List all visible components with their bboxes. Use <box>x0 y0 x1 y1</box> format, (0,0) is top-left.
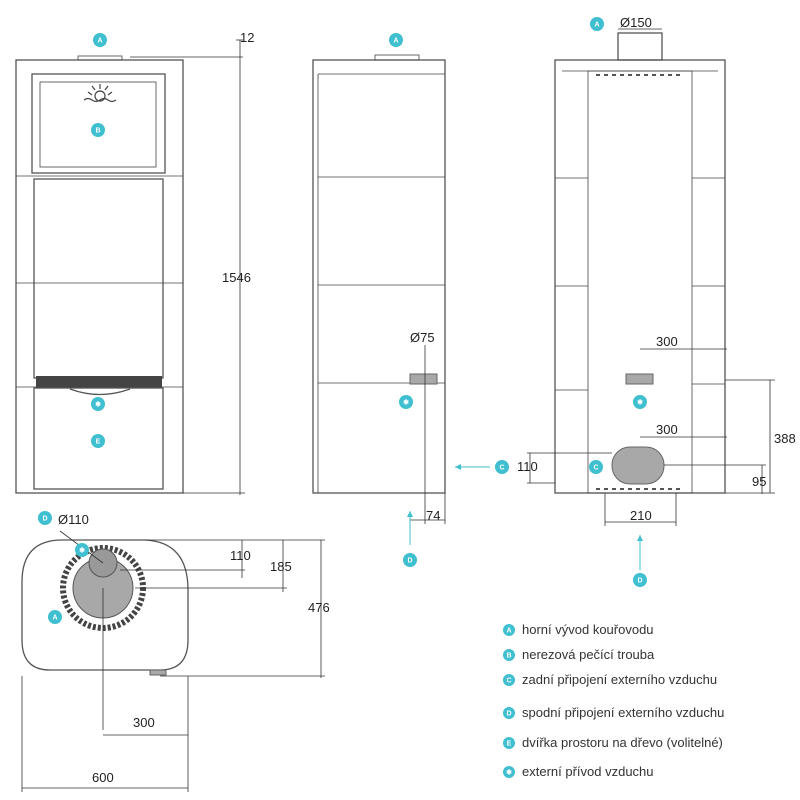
dim-back-width: 210 <box>630 508 652 523</box>
back-upper-inlet <box>625 373 654 385</box>
side-air-inlet <box>409 373 438 385</box>
svg-text:C: C <box>593 465 598 472</box>
firebox-door <box>33 178 164 379</box>
arrow-d-side-head <box>407 511 413 517</box>
marker-c-back: C <box>589 460 603 474</box>
svg-text:A: A <box>506 628 511 635</box>
marker-star-side: ✱ <box>399 395 413 409</box>
legend-marker: C <box>503 674 515 686</box>
dim-flue-diameter: Ø150 <box>620 15 652 30</box>
plan-outline <box>21 539 189 671</box>
svg-text:C: C <box>506 678 511 685</box>
back-flue-pipe <box>617 32 663 61</box>
dim-top-offset: 12 <box>240 30 254 45</box>
svg-text:✱: ✱ <box>637 399 643 407</box>
plan-rear-stub <box>149 669 167 676</box>
legend-item: ✱ externí přívod vzduchu <box>503 764 654 779</box>
oven-symbol-icon <box>83 84 117 103</box>
legend-label: nerezová pečící trouba <box>522 647 655 662</box>
dim-back-bottom-offset: 95 <box>752 474 766 489</box>
legend-label: spodní připojení externího vzduchu <box>522 705 724 720</box>
front-top-flue <box>77 55 123 61</box>
legend-marker: D <box>503 707 515 719</box>
legend-label: zadní připojení externího vzduchu <box>522 672 717 687</box>
dim-plan-width: 600 <box>92 770 114 785</box>
legend-item: A horní vývod kouřovodu <box>503 622 654 637</box>
svg-text:C: C <box>499 465 504 472</box>
dim-plan-b: 185 <box>270 559 292 574</box>
side-top-flue <box>374 54 420 61</box>
legend-marker: A <box>503 624 515 636</box>
side-view: Ø75 74 <box>312 54 490 545</box>
legend-item: D spodní připojení externího vzduchu <box>503 705 724 720</box>
dim-back-height: 388 <box>774 431 796 446</box>
dim-back-left-height: 110 <box>517 459 538 474</box>
marker-d-plan: D <box>38 511 52 525</box>
svg-text:D: D <box>506 711 511 718</box>
svg-text:D: D <box>637 578 642 585</box>
marker-d-side: D <box>403 553 417 567</box>
marker-star-front: ✱ <box>91 397 105 411</box>
dim-plan-a: 110 <box>230 548 251 563</box>
grate-handle <box>69 388 131 396</box>
plan-view: Ø110 110 185 476 300 600 <box>21 512 330 792</box>
marker-b-front: B <box>91 123 105 137</box>
marker-c-side: C <box>495 460 509 474</box>
dim-plan-diameter: Ø110 <box>58 512 89 527</box>
front-view: 12 1546 <box>15 30 254 495</box>
legend-label: externí přívod vzduchu <box>522 764 654 779</box>
back-rear-inlet <box>611 446 665 485</box>
marker-e-front: E <box>91 434 105 448</box>
arrow-c-head <box>455 464 461 470</box>
ash-grate <box>36 376 162 388</box>
svg-text:A: A <box>393 38 398 45</box>
svg-text:✱: ✱ <box>95 401 101 409</box>
back-outline <box>554 59 726 494</box>
legend-marker: E <box>503 737 515 749</box>
dim-total-height: 1546 <box>222 270 251 285</box>
marker-a-front: A <box>93 33 107 47</box>
legend-item: B nerezová pečící trouba <box>503 647 655 662</box>
marker-star-back: ✱ <box>633 395 647 409</box>
legend-item: C zadní připojení externího vzduchu <box>503 672 717 687</box>
back-center-panel <box>587 70 693 494</box>
legend: A horní vývod kouřovodu B nerezová pečíc… <box>503 622 724 779</box>
svg-text:B: B <box>95 128 100 135</box>
svg-text:D: D <box>42 516 47 523</box>
dim-inlet-diameter: Ø75 <box>410 330 435 345</box>
svg-text:✱: ✱ <box>79 547 85 555</box>
marker-a-back: A <box>590 17 604 31</box>
dim-back-upper-offset: 300 <box>656 334 678 349</box>
marker-a-plan: A <box>48 610 62 624</box>
marker-d-back: D <box>633 573 647 587</box>
oven-window <box>39 81 157 168</box>
legend-label: dvířka prostoru na dřevo (volitelné) <box>522 735 723 750</box>
svg-text:✱: ✱ <box>403 399 409 407</box>
marker-a-side: A <box>389 33 403 47</box>
legend-marker: B <box>503 649 515 661</box>
dim-side-back-offset: 74 <box>426 508 440 523</box>
svg-text:D: D <box>407 558 412 565</box>
dim-back-lower-offset: 300 <box>656 422 678 437</box>
marker-star-plan: ✱ <box>75 543 89 557</box>
back-vent-slots <box>596 74 680 490</box>
svg-text:B: B <box>506 653 511 660</box>
legend-item: E dvířka prostoru na dřevo (volitelné) <box>503 735 723 750</box>
wood-compartment-door <box>33 387 164 490</box>
svg-text:✱: ✱ <box>506 769 512 777</box>
svg-text:A: A <box>52 615 57 622</box>
svg-text:A: A <box>594 22 599 29</box>
svg-text:E: E <box>507 741 512 748</box>
arrow-d-back-head <box>637 535 643 541</box>
oven-frame <box>31 73 166 174</box>
svg-text:E: E <box>96 439 101 446</box>
dim-plan-depth: 476 <box>308 600 330 615</box>
legend-marker: ✱ <box>503 766 515 778</box>
svg-text:A: A <box>97 38 102 45</box>
back-view: Ø150 300 300 388 110 95 210 <box>517 15 796 570</box>
legend-label: horní vývod kouřovodu <box>522 622 654 637</box>
dim-plan-offset: 300 <box>133 715 155 730</box>
